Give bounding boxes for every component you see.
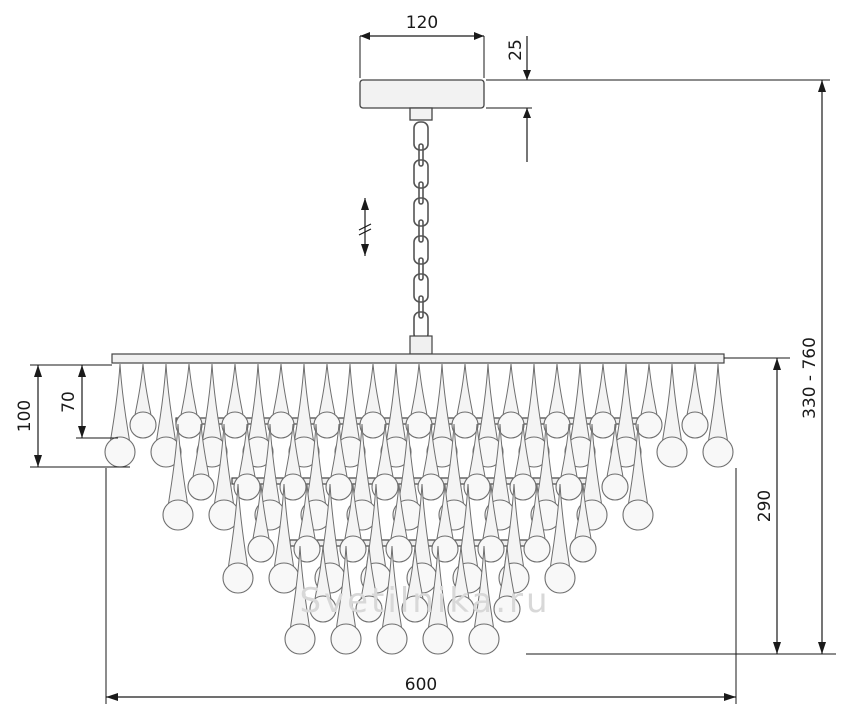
- crystal-drop: [355, 595, 383, 623]
- crystal-drop: [523, 535, 551, 563]
- chain-link: [413, 235, 429, 265]
- crystal-drop: [309, 595, 337, 623]
- chain-link: [418, 181, 424, 205]
- crystal-drop: [313, 411, 341, 439]
- crystal-drop: [401, 595, 429, 623]
- crystal-drop: [447, 595, 475, 623]
- canopy-height-dimension: 25: [486, 36, 830, 162]
- total-width-label: 600: [405, 675, 437, 695]
- crystal-drop: [417, 473, 445, 501]
- crystal-drop: [293, 535, 321, 563]
- body-height-label: 290: [755, 490, 775, 522]
- crystal-drop: [330, 623, 362, 655]
- crystal-drop: [656, 436, 688, 468]
- crystal-drop: [477, 535, 505, 563]
- chain-link: [418, 219, 424, 243]
- canopy-width-dimension: 120: [359, 13, 485, 78]
- crystal-drop: [187, 473, 215, 501]
- crystal-drop: [385, 535, 413, 563]
- crystal-drop: [468, 623, 500, 655]
- crystal-drop: [284, 623, 316, 655]
- overall-height-label: 330 - 760: [800, 337, 820, 419]
- crystal-drop: [622, 499, 654, 531]
- crystal-drop: [543, 411, 571, 439]
- crystal-drop: [279, 473, 307, 501]
- crystal-drop: [371, 473, 399, 501]
- crystal-drop: [376, 623, 408, 655]
- crystal-drop: [129, 411, 157, 439]
- total-width-dimension: 600: [105, 468, 737, 704]
- crystal-drop: [325, 473, 353, 501]
- chain-link: [418, 143, 424, 167]
- crystal-drop: [635, 411, 663, 439]
- crystal-drop: [451, 411, 479, 439]
- crystal-drop: [175, 411, 203, 439]
- outer-drop-label: 100: [15, 400, 35, 432]
- chain-link: [413, 273, 429, 303]
- crystal-drop: [104, 436, 136, 468]
- crystal-drop: [493, 595, 521, 623]
- canopy-height-label: 25: [506, 39, 526, 61]
- crystal-drop: [247, 535, 275, 563]
- watermark-text: Svetilnika.ru: [299, 581, 550, 621]
- suspension-chain: [413, 121, 429, 341]
- overall-height-dimension: 330 - 760: [526, 80, 836, 655]
- crystal-drop: [431, 535, 459, 563]
- inner-drop-dimension: 70: [59, 365, 118, 439]
- inner-drop-label: 70: [59, 391, 79, 413]
- crystal-drop: [222, 562, 254, 594]
- crystal-drop: [463, 473, 491, 501]
- crystal-drop: [702, 436, 734, 468]
- crystal-drop: [339, 535, 367, 563]
- crystal-drop: [405, 411, 433, 439]
- crystal-drop: [150, 436, 182, 468]
- crystal-drop: [221, 411, 249, 439]
- crystal-drop: [233, 473, 261, 501]
- ceiling-canopy: [359, 79, 485, 121]
- crystal-drop: [681, 411, 709, 439]
- chain-link: [418, 257, 424, 281]
- chain-link: [413, 197, 429, 227]
- crystal-drop: [555, 473, 583, 501]
- crystal-drop: [601, 473, 629, 501]
- adjustable-length-symbol: [358, 198, 372, 256]
- chain-link: [418, 295, 424, 319]
- crystal-drop: [162, 499, 194, 531]
- chain-link: [413, 159, 429, 189]
- crystal-drop: [509, 473, 537, 501]
- crystal-drop: [589, 411, 617, 439]
- crystal-drop: [267, 411, 295, 439]
- crystal-drop: [497, 411, 525, 439]
- chain-link: [413, 121, 429, 151]
- canopy-width-label: 120: [406, 13, 438, 33]
- crystal-drop: [544, 562, 576, 594]
- crystal-drop: [422, 623, 454, 655]
- outer-drop-dimension: 100: [15, 364, 130, 468]
- body-height-dimension: 290: [724, 357, 790, 654]
- crystal-drops: [104, 363, 734, 655]
- crystal-drop: [359, 411, 387, 439]
- crystal-drop: [268, 562, 300, 594]
- crystal-drop: [569, 535, 597, 563]
